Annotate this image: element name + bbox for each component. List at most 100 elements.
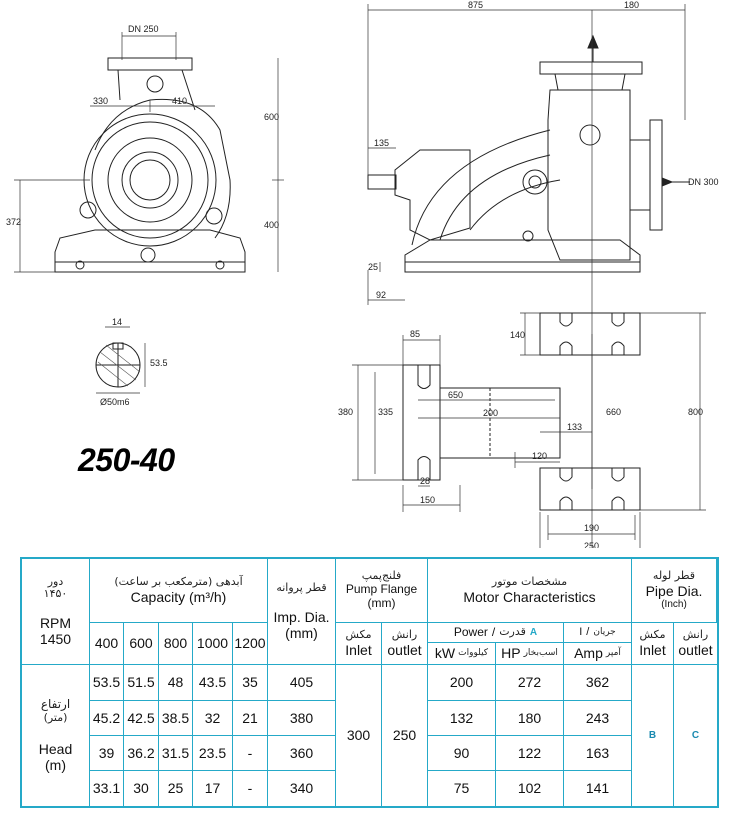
head-value: 48	[159, 665, 193, 701]
head-value: 32	[193, 701, 233, 736]
dim-side-right: 180	[624, 0, 639, 10]
rpm-label-fa: دور	[47, 574, 64, 588]
head-value: 23.5	[193, 736, 233, 771]
dim-base-150: 150	[420, 495, 435, 505]
motor-header: مشخصات موتور Motor Characteristics	[428, 559, 632, 623]
power-label: Power	[453, 624, 488, 639]
kw-header: kW کیلووات	[428, 643, 496, 665]
dim-front-height-top: 600	[264, 112, 279, 122]
head-value: -	[233, 771, 268, 806]
dim-base-28: 28	[420, 476, 430, 486]
head-value: 25	[159, 771, 193, 806]
head-value: 31.5	[159, 736, 193, 771]
kw-value: 200	[428, 665, 496, 701]
dim-shaft-depth: 53.5	[150, 358, 168, 368]
kw-value: 132	[428, 701, 496, 736]
dim-base-120: 120	[532, 451, 547, 461]
head-value: 51.5	[124, 665, 159, 701]
hp-label: HP	[501, 645, 521, 662]
dim-base-650: 650	[448, 390, 463, 400]
pipe-inlet-fa: مکش	[639, 628, 666, 642]
dim-base-800: 800	[688, 407, 703, 417]
head-value: 45.2	[90, 701, 124, 736]
flange-label-fa: فلنج‌پمپ	[361, 569, 402, 583]
head-value: 33.1	[90, 771, 124, 806]
flange-inlet-label: Inlet	[345, 641, 372, 658]
dim-dn-outlet: DN 300	[688, 177, 719, 187]
impeller-header: قطر پروانه Imp. Dia. (mm)	[268, 559, 336, 665]
power-note: A	[529, 626, 538, 638]
head-label-fa: ارتفاع	[40, 697, 71, 712]
flange-unit: (mm)	[367, 595, 396, 610]
side-view	[367, 40, 663, 273]
capacity-value: 1000	[193, 623, 233, 665]
current-header: I / جریان	[564, 623, 632, 643]
flange-label: Pump Flange	[345, 582, 418, 597]
pipe-unit: (Inch)	[661, 599, 687, 611]
hp-header: HP اسب‌بخار	[496, 643, 564, 665]
flange-inlet-value: 300	[336, 665, 382, 806]
rpm-label: RPM	[39, 615, 72, 632]
head-value: 53.5	[90, 665, 124, 701]
head-value: 43.5	[193, 665, 233, 701]
dim-base-85: 85	[410, 329, 420, 339]
dim-shaft-dia: Ø50m6	[100, 397, 130, 407]
capacity-value: 800	[159, 623, 193, 665]
hp-label-fa: اسب‌بخار	[523, 648, 558, 659]
dim-base-380: 380	[338, 407, 353, 417]
head-value: 21	[233, 701, 268, 736]
dim-side-total: 875	[468, 0, 483, 10]
flange-inlet-fa: مکش	[345, 628, 372, 642]
pipe-outlet-value: C	[691, 729, 700, 741]
head-value: 36.2	[124, 736, 159, 771]
pipe-label-fa: قطر لوله	[652, 569, 696, 583]
hp-value: 272	[496, 665, 564, 701]
head-unit-fa: (متر)	[43, 710, 68, 724]
dim-base-140: 140	[510, 330, 525, 340]
dim-side-shaft: 135	[374, 138, 389, 148]
amp-value: 163	[564, 736, 632, 771]
impeller-label-fa: قطر پروانه	[276, 581, 327, 595]
capacity-header: آبدهی (مترمکعب بر ساعت) Capacity (m³/h)	[90, 559, 268, 623]
capacity-value: 400	[90, 623, 124, 665]
amp-value: 141	[564, 771, 632, 806]
dim-base-200: 200	[483, 408, 498, 418]
flange-outlet-label: outlet	[387, 641, 422, 658]
hp-value: 102	[496, 771, 564, 806]
dim-shaft-key: 14	[112, 317, 122, 327]
head-value: 35	[233, 665, 268, 701]
amp-label: Amp	[574, 645, 603, 662]
motor-label: Motor Characteristics	[463, 588, 596, 605]
pipe-inlet-label: Inlet	[639, 641, 666, 658]
dim-base-335: 335	[378, 407, 393, 417]
rpm-number-fa: ۱۴۵۰	[43, 587, 68, 601]
rpm-header: دور ۱۴۵۰ RPM 1450	[22, 559, 90, 665]
impeller-unit: (mm)	[285, 624, 318, 641]
dim-front-height-bottom: 400	[264, 220, 279, 230]
pipe-inlet-value: B	[632, 665, 674, 806]
pipe-outlet-label: outlet	[678, 641, 713, 658]
hp-value: 122	[496, 736, 564, 771]
baseplate-plan	[402, 312, 641, 511]
impeller-value: 360	[268, 736, 336, 771]
hp-value: 180	[496, 701, 564, 736]
dim-base-133: 133	[567, 422, 582, 432]
amp-value: 362	[564, 665, 632, 701]
head-value: 42.5	[124, 701, 159, 736]
dim-side-base-height: 25	[368, 262, 378, 272]
flange-outlet-value: 250	[382, 665, 428, 806]
head-value: 17	[193, 771, 233, 806]
dim-base-660: 660	[606, 407, 621, 417]
motor-label-fa: مشخصات موتور	[491, 575, 568, 589]
flange-header: فلنج‌پمپ Pump Flange (mm)	[336, 559, 428, 623]
model-number: 250-40	[78, 442, 175, 478]
dim-base-190: 190	[584, 523, 599, 533]
kw-value: 90	[428, 736, 496, 771]
kw-label-fa: کیلووات	[458, 648, 489, 659]
kw-label: kW	[434, 645, 456, 662]
impeller-value: 405	[268, 665, 336, 701]
amp-header: Amp آمپر	[564, 643, 632, 665]
impeller-value: 340	[268, 771, 336, 806]
head-value: -	[233, 736, 268, 771]
dim-base-250: 250	[584, 541, 599, 548]
